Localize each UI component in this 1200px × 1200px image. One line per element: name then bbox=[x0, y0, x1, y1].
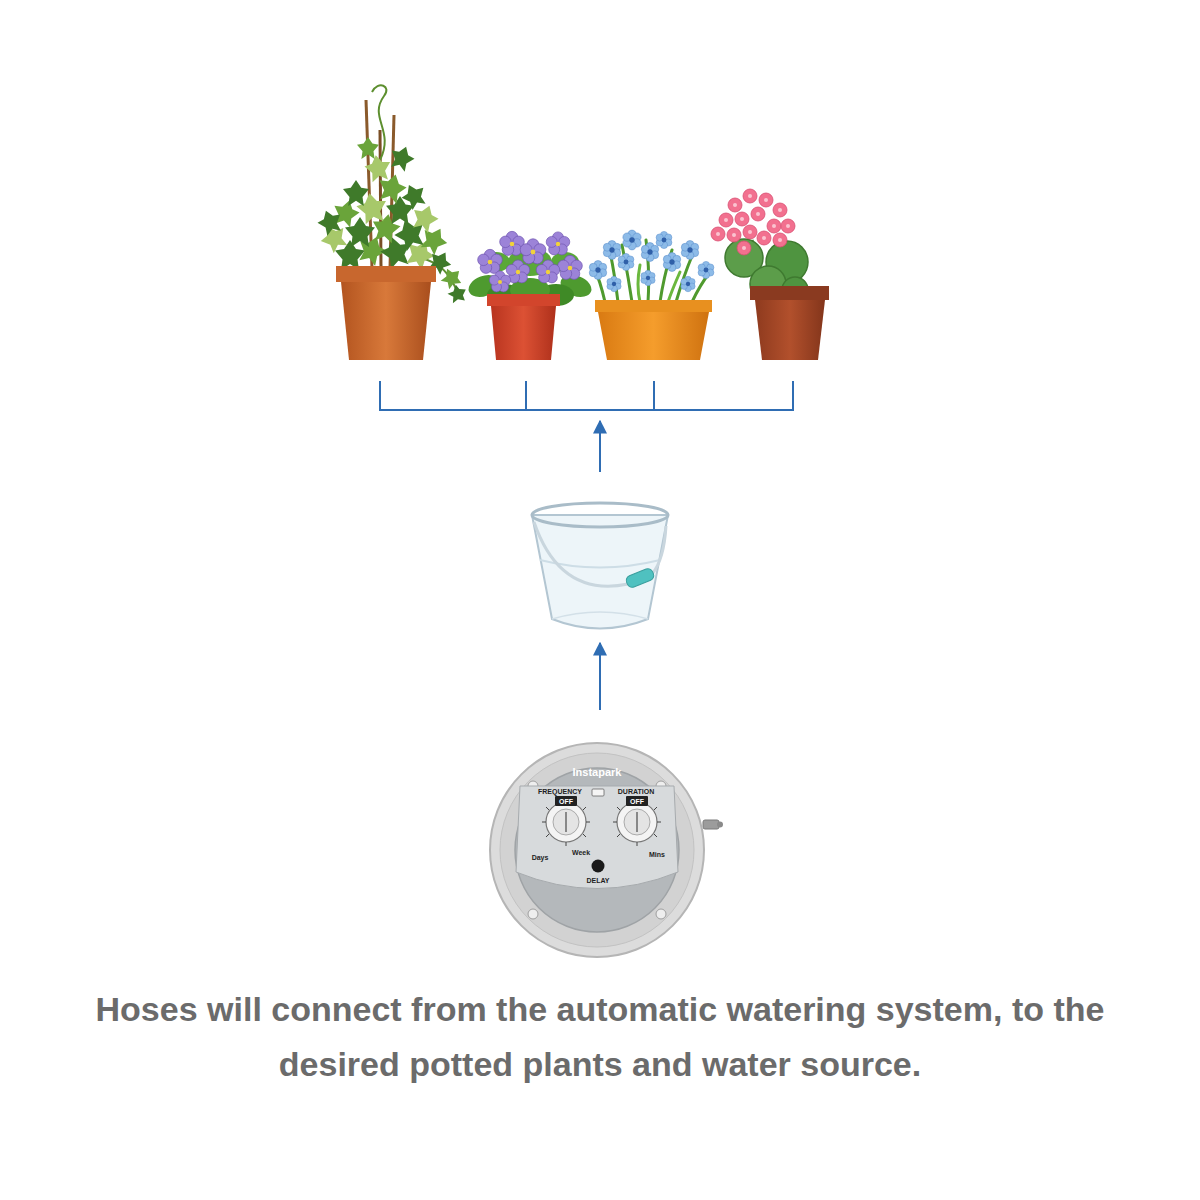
pot-rim bbox=[336, 266, 436, 282]
flow-arrow bbox=[599, 421, 601, 472]
dial-heading: DURATION bbox=[618, 788, 654, 795]
unit-label: Mins bbox=[649, 851, 665, 858]
geranium-flowers bbox=[711, 189, 795, 255]
screw bbox=[528, 909, 538, 919]
control-panel bbox=[516, 786, 678, 889]
hose-nozzle bbox=[717, 822, 723, 828]
blue-flowers bbox=[589, 230, 714, 292]
brand-name: Instapark bbox=[573, 767, 622, 778]
label-tag bbox=[626, 796, 648, 806]
bucket-handle bbox=[652, 526, 666, 574]
flower-pot bbox=[755, 300, 825, 360]
delay-button bbox=[592, 860, 605, 873]
blue-flower-plant bbox=[589, 230, 714, 360]
flower-pot bbox=[491, 306, 556, 360]
ivy-plant bbox=[315, 85, 471, 360]
dial-mark: OFF bbox=[628, 797, 646, 806]
dial-mark: OFF bbox=[557, 797, 575, 806]
button-label: DELAY bbox=[586, 877, 609, 884]
flow-arrow bbox=[599, 643, 601, 710]
grass-leaves bbox=[594, 240, 710, 302]
unit-label: Days bbox=[532, 854, 549, 861]
flower-pot bbox=[598, 312, 709, 360]
hose-bracket bbox=[380, 381, 793, 410]
geranium-plant bbox=[711, 189, 829, 360]
control-face bbox=[515, 768, 679, 932]
pot-rim bbox=[750, 286, 829, 300]
frequency-dial bbox=[542, 802, 590, 846]
water-bucket bbox=[532, 503, 668, 629]
ivy-leaves bbox=[315, 137, 471, 306]
screw bbox=[656, 909, 666, 919]
hose-nozzle bbox=[703, 820, 719, 829]
dial-heading: FREQUENCY bbox=[538, 788, 582, 795]
bucket-handle bbox=[534, 522, 628, 586]
label-tag bbox=[555, 796, 577, 806]
flower-pot bbox=[341, 282, 431, 360]
caption: Hoses will connect from the automatic wa… bbox=[75, 982, 1125, 1092]
handle-grip bbox=[625, 567, 655, 589]
status-light bbox=[592, 789, 604, 796]
unit-label: Week bbox=[572, 849, 590, 856]
duration-dial bbox=[613, 802, 661, 846]
violet-flowers bbox=[478, 231, 583, 292]
pot-rim bbox=[487, 294, 560, 306]
violet-plant bbox=[466, 231, 595, 360]
watering-timer bbox=[490, 743, 723, 957]
pot-rim bbox=[595, 300, 712, 312]
